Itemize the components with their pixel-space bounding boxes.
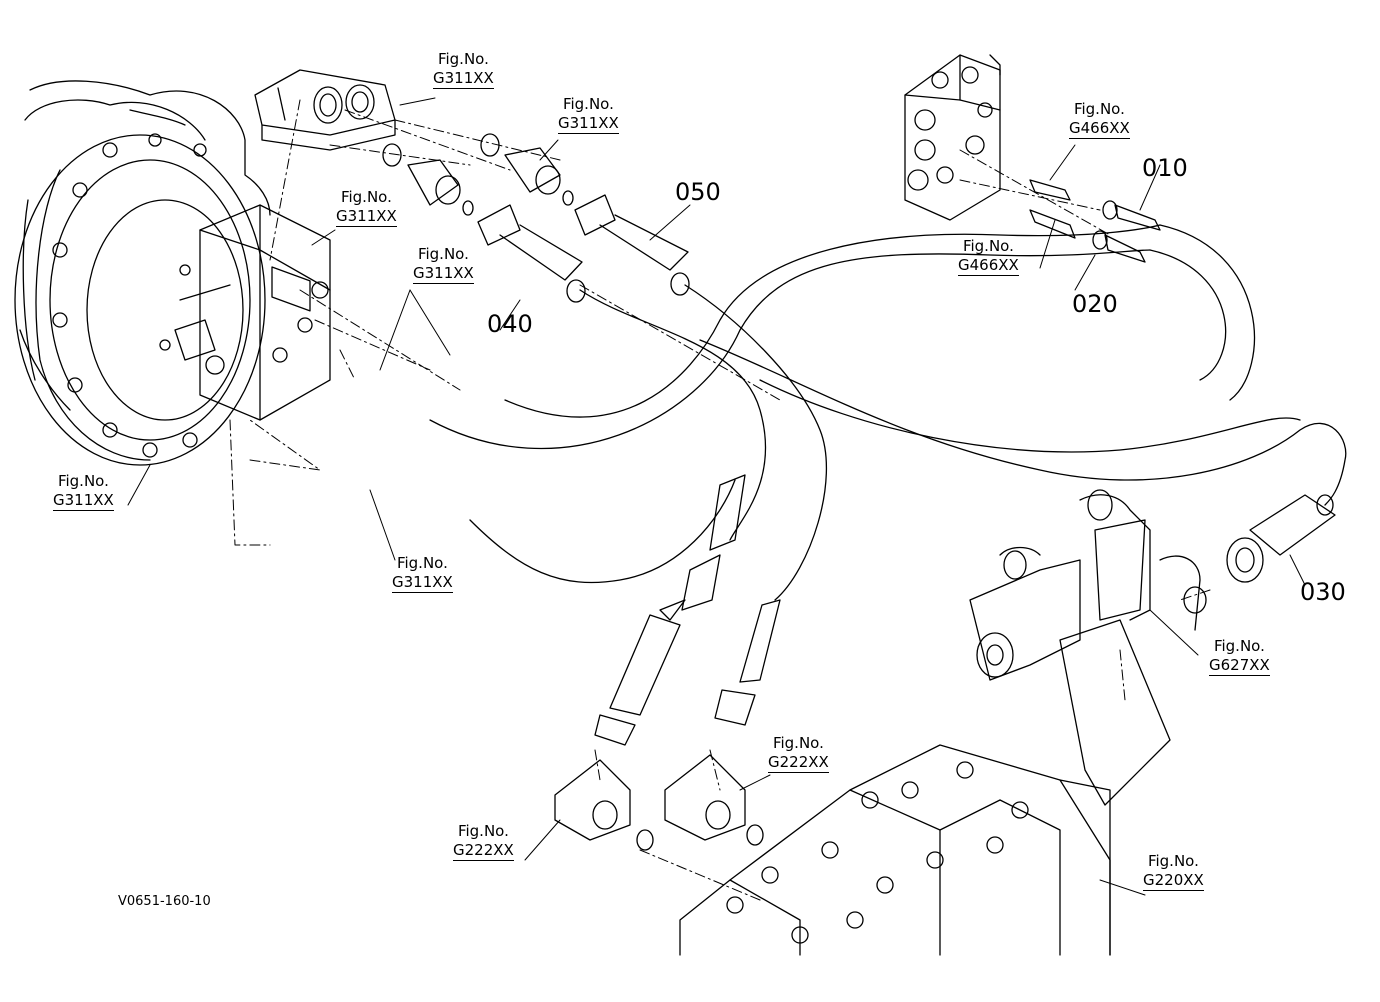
fig-ref-title: Fig.No. <box>1073 100 1125 118</box>
fig-ref-code: G222XX <box>453 841 514 861</box>
long-hose-loops <box>430 225 1346 583</box>
fig-ref-small-fittings: Fig.No. G311XX <box>413 247 474 284</box>
fig-ref-control-valve: Fig.No. G627XX <box>1209 639 1270 676</box>
fig-ref-adapter-upper: Fig.No. G311XX <box>558 97 619 134</box>
main-pump <box>680 745 1110 955</box>
fig-ref-travel-motor: Fig.No. G311XX <box>53 474 114 511</box>
fig-ref-title: Fig.No. <box>772 734 824 752</box>
fig-ref-title: Fig.No. <box>1147 852 1199 870</box>
adapter-fittings <box>383 134 573 215</box>
pump-hoses <box>595 475 780 745</box>
fig-ref-code: G311XX <box>53 491 114 511</box>
fig-ref-title: Fig.No. <box>437 50 489 68</box>
fig-ref-title: Fig.No. <box>1213 637 1265 655</box>
motor-valve-block <box>160 205 330 420</box>
drawing-code: V0651-160-10 <box>118 894 211 909</box>
leader-lines <box>128 98 1305 895</box>
hose-040 <box>478 205 766 540</box>
fig-ref-title: Fig.No. <box>57 472 109 490</box>
fig-ref-code: G311XX <box>413 264 474 284</box>
fig-ref-title: Fig.No. <box>340 188 392 206</box>
fig-ref-title: Fig.No. <box>562 95 614 113</box>
hose-010-020-fittings <box>1030 180 1160 262</box>
fig-ref-code: G311XX <box>392 573 453 593</box>
fig-ref-title: Fig.No. <box>396 554 448 572</box>
hose-030 <box>1227 495 1335 582</box>
fig-ref-title: Fig.No. <box>417 245 469 263</box>
part-number-040: 040 <box>487 310 533 338</box>
fig-ref-code: G627XX <box>1209 656 1270 676</box>
fig-ref-title: Fig.No. <box>962 237 1014 255</box>
fig-ref-pilot-valve-lower: Fig.No. G466XX <box>958 239 1019 276</box>
fig-ref-code: G466XX <box>958 256 1019 276</box>
fig-ref-main-pump: Fig.No. G220XX <box>1143 854 1204 891</box>
upper-manifold <box>255 70 395 150</box>
part-number-010: 010 <box>1142 154 1188 182</box>
fig-ref-code: G222XX <box>768 753 829 773</box>
part-number-030: 030 <box>1300 578 1346 606</box>
fig-ref-code: G311XX <box>433 69 494 89</box>
travel-motor <box>15 81 270 465</box>
fig-ref-flange-right: Fig.No. G222XX <box>768 736 829 773</box>
part-number-020: 020 <box>1072 290 1118 318</box>
fig-ref-code: G311XX <box>558 114 619 134</box>
control-valve-bracket <box>970 490 1206 805</box>
part-number-050: 050 <box>675 178 721 206</box>
fig-ref-pilot-valve-upper: Fig.No. G466XX <box>1069 102 1130 139</box>
fig-ref-adapter-left: Fig.No. G311XX <box>336 190 397 227</box>
fig-ref-title: Fig.No. <box>457 822 509 840</box>
fig-ref-upper-manifold: Fig.No. G311XX <box>433 52 494 89</box>
fig-ref-elbow-fittings: Fig.No. G311XX <box>392 556 453 593</box>
pilot-valve <box>905 55 1000 220</box>
fig-ref-code: G220XX <box>1143 871 1204 891</box>
fig-ref-code: G311XX <box>336 207 397 227</box>
hose-050 <box>575 195 826 600</box>
fig-ref-code: G466XX <box>1069 119 1130 139</box>
fig-ref-flange-left: Fig.No. G222XX <box>453 824 514 861</box>
alignment-lines <box>230 100 1210 900</box>
flange-fittings <box>555 755 763 850</box>
